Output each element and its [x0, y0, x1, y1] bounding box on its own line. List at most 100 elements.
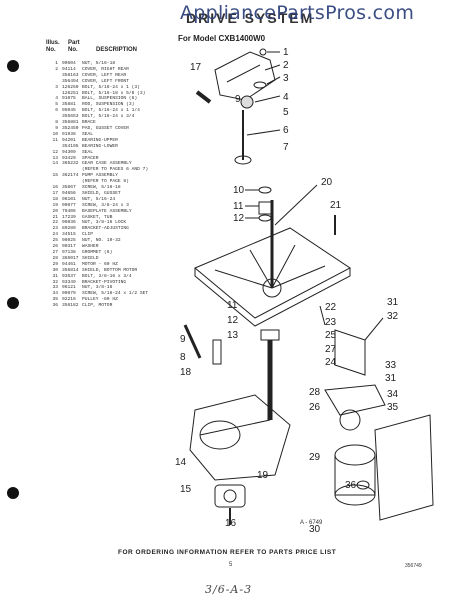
part-number: 354195 — [62, 143, 79, 149]
part-illus-number: 9 — [55, 125, 58, 131]
part-description: BOLT, 3/8-16 x 3/4 — [82, 273, 132, 279]
part-illus-number: 8 — [55, 120, 58, 126]
part-illus-number: 35 — [52, 297, 58, 303]
part-description: PULLEY -60 HZ — [82, 297, 118, 303]
part-illus-number: 15 — [52, 173, 58, 179]
part-illus-number: 22 — [52, 220, 58, 226]
part-description: SHIELD, GUSSET — [82, 190, 121, 196]
callout-19: 19 — [257, 470, 269, 481]
part-description: SHIELD, BOTTOM MOTOR — [82, 267, 138, 273]
callout-35: 35 — [387, 402, 399, 413]
part-number: 93537 — [62, 273, 76, 279]
page-title: DRIVE SYSTEM — [186, 10, 315, 26]
callout-labels: 1 2 3 4 5 6 7 9 17 20 21 10 11 12 11 12 … — [175, 47, 399, 535]
callout-36: 36 — [345, 480, 357, 491]
part-illus-number: 31 — [52, 273, 58, 279]
part-illus-number: 19 — [52, 202, 58, 208]
gear-case-shape — [189, 394, 291, 481]
part-description: SEAL — [82, 131, 94, 137]
part-description: COVER, LEFT REAR — [82, 72, 127, 78]
callout-20: 20 — [321, 177, 333, 188]
part-description: NUT, 5/16-18 — [82, 61, 116, 66]
part-description: NUT, 3/8-16 — [82, 285, 113, 291]
callout-22: 22 — [325, 302, 337, 313]
part-illus-number: 3 — [55, 84, 58, 90]
watermark: AppliancePartsPros.com — [180, 2, 415, 24]
part-description: CLIP, MOTOR — [82, 303, 113, 309]
part-description: SCREW, 3/8-24 x 3 — [82, 202, 129, 208]
callout-11: 11 — [233, 201, 244, 212]
part-illus-number: 32 — [52, 279, 58, 285]
callout-16: 16 — [225, 518, 237, 529]
gusset-cover-shape — [214, 51, 276, 101]
binder-hole — [7, 297, 19, 309]
part-number: 17239 — [62, 214, 76, 220]
part-number: 92216 — [62, 297, 76, 303]
callout-23: 23 — [325, 317, 337, 328]
part-number: 90504 — [62, 61, 76, 66]
part-illus-number: 10 — [52, 131, 58, 137]
part-description: BRACE — [82, 120, 96, 126]
callout-1: 1 — [283, 47, 289, 58]
part-description: COVER, RIGHT REAR — [82, 66, 129, 72]
part-number: 89289 — [62, 226, 76, 232]
part-description: (REFER TO PAGE 8) — [82, 179, 129, 185]
part-illus-number: 36 — [52, 303, 58, 309]
part-illus-number: 28 — [52, 255, 58, 261]
parts-list-row: (REFER TO PAGE 8) — [48, 179, 188, 185]
part-illus-number: 26 — [52, 244, 58, 250]
part-description: SHIELD — [82, 255, 99, 261]
part-number: 94309 — [62, 149, 76, 155]
column-header-illus: Illus.No. — [46, 40, 60, 53]
part-illus-number: 2 — [55, 66, 58, 72]
callout-31b: 31 — [385, 373, 397, 384]
part-description: BEARING-UPPER — [82, 137, 118, 143]
callout-9b: 9 — [180, 334, 186, 345]
part-description: GEAR CASE ASSEMBLY — [82, 161, 132, 167]
callout-33: 33 — [385, 360, 397, 371]
part-description: BOLT, 5/16-24 x 3/4 — [82, 114, 135, 120]
part-description: BRACKET-PIVOTING — [82, 279, 127, 285]
part-illus-number: 30 — [52, 267, 58, 273]
part-illus-number: 16 — [52, 185, 58, 191]
part-description: (REFER TO PAGES 6 AND 7) — [82, 167, 149, 173]
part-number: 90879 — [62, 291, 76, 297]
part-number: 356814 — [62, 267, 79, 273]
page-number: 5 — [229, 562, 233, 568]
page-subtitle: For Model CXB1400W0 — [178, 34, 266, 43]
part-illus-number: 13 — [52, 155, 58, 161]
part-illus-number: 14 — [52, 161, 58, 167]
part-number: 91075 — [62, 96, 76, 102]
callout-14: 14 — [175, 457, 187, 468]
part-number: 94201 — [62, 137, 76, 143]
part-number: 79406 — [62, 208, 76, 214]
part-illus-number: 24 — [52, 232, 58, 238]
callout-32: 32 — [387, 311, 399, 322]
part-illus-number: 11 — [52, 137, 58, 143]
part-number: 94461 — [62, 261, 76, 267]
part-description: BALL, SUSPENSION (6) — [82, 96, 138, 102]
part-description: GASKET, TUB — [82, 214, 113, 220]
part-description: COVER, LEFT FRONT — [82, 78, 129, 84]
